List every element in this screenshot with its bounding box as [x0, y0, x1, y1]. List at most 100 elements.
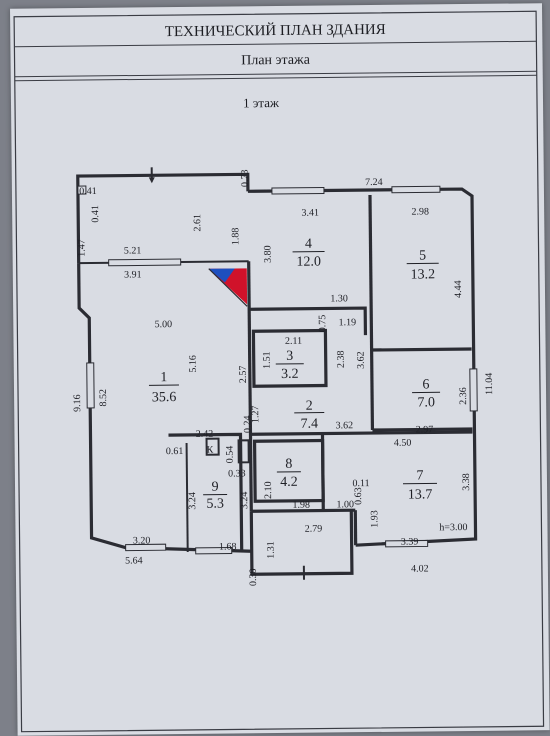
svg-text:3: 3	[286, 349, 293, 364]
dimension-label: 3.24	[239, 492, 250, 510]
dimension-label: 1.88	[230, 228, 241, 246]
dimension-label: 3.62	[336, 420, 354, 431]
drawing-sheet: ТЕХНИЧЕСКИЙ ПЛАН ЗДАНИЯ План этажа 1 эта…	[10, 3, 550, 736]
room-2-label: 2 7.4	[294, 399, 324, 432]
entrance-arrow-top-head	[149, 177, 155, 183]
sheet-title: ТЕХНИЧЕСКИЙ ПЛАН ЗДАНИЯ	[165, 21, 386, 40]
dimension-label: 2.10	[263, 481, 274, 499]
dimension-label: h=3.00	[439, 522, 467, 533]
svg-text:4.2: 4.2	[280, 475, 298, 490]
dimension-label: 4.02	[411, 563, 429, 574]
annex-wall	[78, 174, 249, 263]
svg-text:7.0: 7.0	[417, 395, 435, 410]
dimension-label: 4.44	[453, 280, 464, 298]
window-room1-left	[87, 363, 94, 408]
window-annex	[109, 259, 181, 266]
title-divider	[14, 41, 536, 46]
svg-text:13.2: 13.2	[410, 267, 435, 282]
room-1-label: 1 35.6	[149, 370, 179, 405]
dimension-label: 11.04	[484, 373, 495, 395]
sheet-subtitle: План этажа	[241, 53, 311, 69]
svg-text:1: 1	[160, 370, 167, 385]
dimension-label: 1.47	[76, 239, 87, 257]
room-3-label: 3 3.2	[276, 349, 304, 382]
svg-text:12.0: 12.0	[296, 255, 321, 270]
dimension-label: 8.52	[98, 389, 109, 407]
dimension-label: 2.79	[305, 524, 323, 535]
svg-text:2: 2	[306, 399, 313, 414]
room-labels: 1 35.6 2 7.4 3 3.2 4 12.0 5 13.2 6 7.0	[147, 235, 441, 512]
dimension-label: 7.24	[365, 177, 383, 188]
dimension-label: 5.21	[124, 245, 142, 256]
wall-room1-right	[249, 261, 252, 511]
dimension-label: 2.11	[285, 336, 302, 347]
room-6-label: 6 7.0	[412, 377, 440, 410]
dimension-label: 0.73	[240, 170, 251, 188]
svg-text:8: 8	[285, 457, 292, 472]
svg-text:6: 6	[422, 377, 429, 392]
dimension-label: 3.24	[187, 492, 198, 510]
dimension-label: 0.41	[90, 205, 101, 223]
svg-text:9: 9	[211, 480, 218, 495]
room-9-label: 9 5.3	[203, 480, 227, 512]
dimension-label: 5.00	[155, 319, 173, 330]
dimension-label: 3.20	[133, 535, 151, 546]
window-room4	[272, 188, 324, 195]
svg-text:5: 5	[419, 248, 426, 263]
dimension-label: 1.19	[339, 317, 357, 328]
svg-text:5.3: 5.3	[206, 497, 224, 512]
svg-text:4: 4	[305, 237, 312, 252]
floor-label: 1 этаж	[243, 95, 280, 110]
svg-text:3.2: 3.2	[281, 367, 299, 382]
window-room6	[470, 369, 477, 411]
wall-room6-left	[372, 350, 373, 430]
orientation-flag	[209, 268, 247, 306]
dimension-label: 1.30	[330, 293, 348, 304]
dimension-label: 4.50	[394, 438, 412, 449]
dimension-label: 3.91	[124, 269, 142, 280]
dimension-label: 1.93	[369, 510, 380, 528]
dimension-label: 3.62	[356, 351, 367, 369]
dimension-label: 2.36	[458, 387, 469, 405]
room-5-label: 5 13.2	[407, 248, 439, 282]
boiler-k-marker: К	[207, 445, 214, 456]
room-4-label: 4 12.0	[292, 237, 324, 270]
dimension-label: 1.00	[336, 499, 354, 510]
dimension-label: 5.16	[188, 355, 199, 373]
wall-room4-room5	[370, 195, 372, 350]
floor-plan-drawing: ТЕХНИЧЕСКИЙ ПЛАН ЗДАНИЯ План этажа 1 эта…	[10, 3, 550, 736]
wall-room5-room6	[372, 349, 472, 350]
svg-text:7: 7	[416, 468, 423, 483]
dimension-label: 2.57	[238, 366, 249, 384]
dimension-label: 1.31	[266, 541, 277, 559]
dimension-label: 0.41	[79, 186, 97, 197]
wall-room8-room7	[322, 434, 323, 511]
dimension-label: 2.38	[336, 351, 347, 369]
corridor-bottom-wall	[250, 432, 472, 434]
dimension-label: 3.39	[401, 537, 419, 548]
dimension-label: 0.54	[225, 446, 236, 464]
dimension-label: 0.33	[228, 468, 246, 479]
dimension-label: 3.38	[461, 473, 472, 491]
dimension-label: 2.98	[411, 206, 429, 217]
dimension-label: 0.75	[317, 315, 328, 333]
dimension-label: 1.51	[262, 351, 273, 369]
dimension-label: 0.30	[248, 568, 259, 586]
svg-text:35.6: 35.6	[152, 390, 177, 405]
dimension-label: 5.64	[125, 555, 143, 566]
window-room5	[392, 186, 440, 193]
dimension-label: 0.61	[166, 446, 184, 457]
dimension-label: 9.16	[72, 394, 83, 412]
walls	[78, 172, 476, 576]
dimension-label: 3.41	[301, 208, 319, 219]
svg-text:13.7: 13.7	[408, 487, 433, 502]
room-8-label: 8 4.2	[277, 457, 301, 490]
dimension-label: 3.80	[263, 245, 274, 263]
dimension-label: 2.97	[416, 424, 434, 435]
dimension-label: 1.98	[292, 500, 310, 511]
dimension-label: 2.61	[192, 214, 203, 232]
dimension-label: 0.63	[353, 487, 364, 505]
dimension-label: 2.42	[196, 429, 214, 440]
room-7-label: 7 13.7	[403, 468, 437, 502]
dimension-label: 1.68	[219, 541, 237, 552]
